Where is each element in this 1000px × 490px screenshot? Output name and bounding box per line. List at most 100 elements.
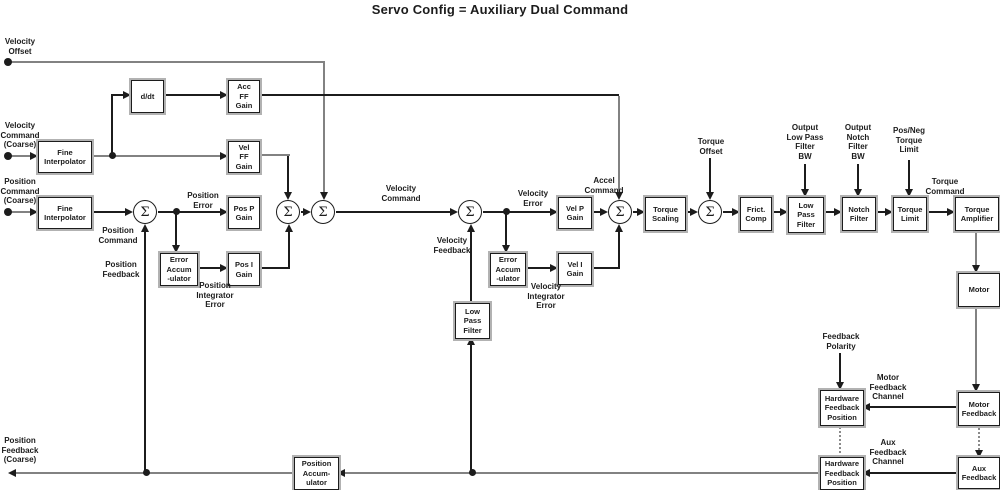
arrow-into-sum1 [125, 208, 133, 216]
wire-scaling-to-sum6 [684, 211, 690, 213]
pos-neg-torque-limit-label: Pos/Neg Torque Limit [892, 126, 925, 155]
arrow-into-position-accumulator [337, 469, 345, 477]
velocity-integrator-error-label: Velocity Integrator Error [527, 282, 565, 311]
notch-filter-box: Notch Filter [840, 195, 878, 233]
wire-frict-to-lpf [770, 211, 780, 213]
sum-velocity-offset: Σ [311, 200, 335, 224]
wire-accum-to-veligain [524, 267, 550, 269]
arrow-into-vel-ff [220, 152, 228, 160]
arrow-posneg-limit [905, 189, 913, 197]
vel-i-gain-box: Vel I Gain [556, 251, 594, 287]
velocity-command-coarse-label: Velocity Command (Coarse) [0, 121, 40, 150]
arrow-into-sum6 [690, 208, 698, 216]
junction-velocity-command [109, 152, 116, 159]
wire-sum4-to-velpgain [483, 211, 550, 213]
arrow-into-vel-p-gain [550, 208, 558, 216]
position-accumulator-box: Position Accum- ulator [292, 455, 341, 490]
arrow-into-motor-feedback [972, 384, 980, 392]
velocity-offset-terminal-dot [4, 58, 12, 66]
sum-velocity-error: Σ [458, 200, 482, 224]
arrow-into-sum3 [303, 208, 311, 216]
arrow-into-pos-i-gain [220, 264, 228, 272]
torque-scaling-box: Torque Scaling [643, 195, 688, 233]
wire-hw-motor-to-hw-aux-dashed [839, 424, 841, 457]
wire-velerr-to-accum [505, 213, 507, 245]
wire-velocity-offset-h [8, 61, 325, 63]
arrow-notch-bw [854, 189, 862, 197]
pos-i-gain-box: Pos I Gain [226, 251, 262, 288]
arrow-velocity-feedback-into-sum4 [467, 224, 475, 232]
hardware-feedback-position-motor-box: Hardware Feedback Position [818, 388, 866, 428]
vel-p-gain-box: Vel P Gain [556, 195, 594, 231]
aux-feedback-channel-label: Aux Feedback Channel [869, 438, 907, 467]
velocity-feedback-label: Velocity Feedback [433, 236, 471, 255]
wire-posneg-limit [908, 160, 910, 189]
position-feedback-coarse-label: Position Feedback (Coarse) [1, 436, 39, 465]
arrow-accff-into-sum5 [615, 192, 623, 200]
position-command-coarse-label: Position Command (Coarse) [0, 177, 40, 206]
wire-accff-out-h [258, 94, 619, 96]
hardware-feedback-position-aux-box: Hardware Feedback Position [818, 455, 866, 490]
output-low-pass-filter-bw-label: Output Low Pass Filter BW [786, 123, 824, 161]
wire-notch-bw [857, 164, 859, 189]
feedback-polarity-label: Feedback Polarity [822, 332, 860, 351]
wire-lpf-bw [804, 164, 806, 189]
wire-branch-to-ddt-v [111, 94, 113, 156]
arrow-into-hw-feedback-aux [862, 469, 870, 477]
wire-motor-to-feedback [975, 305, 977, 384]
velocity-command-label: Velocity Command [381, 184, 421, 203]
junction-velocity-feedback [469, 469, 476, 476]
fine-interpolator-position-box: Fine Interpolator [36, 195, 94, 231]
motor-feedback-channel-label: Motor Feedback Channel [869, 373, 907, 402]
arrow-into-ddt [123, 91, 131, 99]
wire-feedback-bus-left [16, 472, 294, 474]
arrow-into-sum4 [450, 208, 458, 216]
arrow-lpf-bw [801, 189, 809, 197]
wire-velocity-command-in [8, 155, 32, 157]
arrow-into-torque-amplifier [947, 208, 955, 216]
fine-interpolator-velocity-box: Fine Interpolator [36, 139, 94, 175]
wire-accff-out-v [618, 96, 620, 192]
position-error-label: Position Error [187, 191, 219, 210]
arrow-torque-offset [706, 192, 714, 200]
position-command-label: Position Command [98, 226, 138, 245]
wire-veligain-out-h [590, 267, 620, 269]
arrow-velff-into-sum2 [284, 192, 292, 200]
wire-lpf-to-notch [822, 211, 834, 213]
wire-velpgain-to-sum5 [590, 211, 600, 213]
wire-feedback-polarity [839, 353, 841, 382]
frict-comp-box: Frict. Comp [738, 195, 774, 233]
wire-fine2-to-sum1 [90, 211, 125, 213]
sum-velocity-terms: Σ [276, 200, 300, 224]
wire-sum3-to-sum4 [336, 211, 450, 213]
arrow-into-hw-feedback-motor [862, 403, 870, 411]
arrow-into-pos-p-gain [220, 208, 228, 216]
arrow-posigain-into-sum2 [285, 224, 293, 232]
arrow-into-torque-scaling [637, 208, 645, 216]
wire-bus-to-lpf-feedback [470, 345, 472, 473]
wire-position-feedback-to-sum1 [144, 232, 146, 472]
junction-position-error [173, 208, 180, 215]
arrow-position-feedback-into-sum1 [141, 224, 149, 232]
wire-velff-out-h [258, 154, 290, 156]
wire-position-command-in [8, 211, 32, 213]
output-notch-filter-bw-label: Output Notch Filter BW [844, 123, 872, 161]
wire-torque-offset [709, 158, 711, 192]
torque-command-label: Torque Command [925, 177, 965, 196]
torque-amplifier-box: Torque Amplifier [953, 195, 1000, 233]
wire-notch-to-limit [874, 211, 885, 213]
arrow-into-vel-i-gain [550, 264, 558, 272]
wire-poserr-to-accum [175, 213, 177, 245]
wire-veligain-out-v [618, 232, 620, 269]
velocity-error-label: Velocity Error [517, 189, 549, 208]
error-accumulator-velocity-box: Error Accum -ulator [488, 251, 528, 288]
arrow-position-feedback-coarse-out [8, 469, 16, 477]
position-integrator-error-label: Position Integrator Error [196, 281, 234, 310]
sum-position-error: Σ [133, 200, 157, 224]
wire-sum6-to-frict [723, 211, 732, 213]
motor-feedback-box: Motor Feedback [956, 390, 1000, 428]
wire-velff-out-v [287, 156, 289, 192]
wire-sum5-to-scaling [633, 211, 637, 213]
wire-posigain-out-v [288, 232, 290, 269]
